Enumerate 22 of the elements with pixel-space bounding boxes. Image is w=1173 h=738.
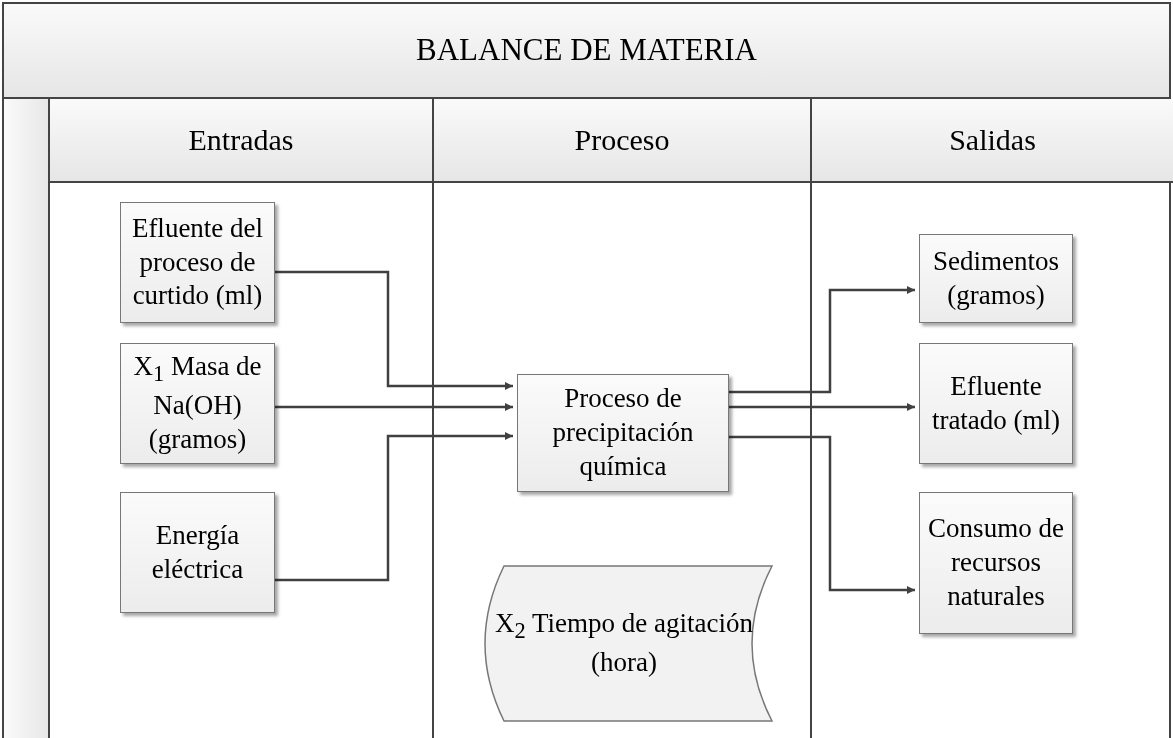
node-label: Proceso de precipitación química [551, 382, 695, 483]
process-box [120, 343, 275, 464]
node-label: Energía eléctrica [150, 518, 245, 586]
node-label: X$_{1}$ Masa de Na(OH) (gramos) [132, 350, 263, 456]
process-box [120, 492, 275, 613]
process-box [120, 202, 275, 323]
node-label: Efluente del proceso de curtido (ml) [130, 211, 265, 313]
node-label: Efluente tratado (ml) [930, 369, 1062, 437]
node-label: Consumo de recursos naturales [927, 512, 1065, 613]
process-box [919, 492, 1073, 634]
process-box [517, 374, 729, 492]
lane [432, 99, 810, 738]
node-label: Sedimentos (gramos) [932, 244, 1060, 312]
process-box [919, 343, 1073, 464]
node-label: X$_{2}$ Tiempo de agitación (hora) [494, 607, 754, 679]
lane [48, 99, 432, 738]
pool-title: BALANCE DE MATERIA [415, 31, 758, 70]
lane-title: Entradas [187, 122, 295, 159]
lane [810, 99, 1173, 738]
lane-title: Salidas [948, 122, 1037, 159]
process-box [919, 234, 1073, 323]
lane-title: Proceso [573, 122, 671, 159]
